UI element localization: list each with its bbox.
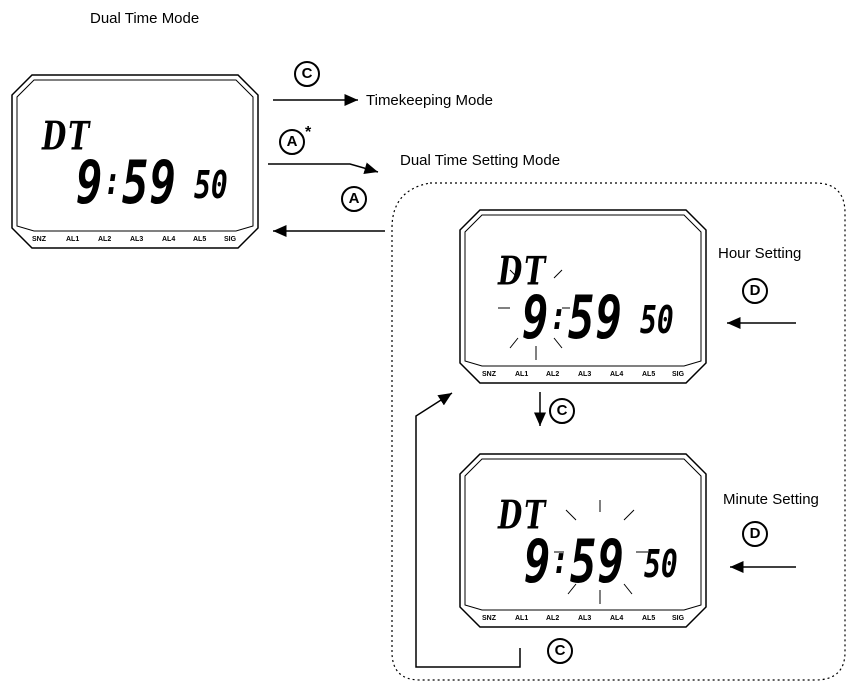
time-minutes: 59: [122, 149, 177, 218]
time-colon: :: [104, 159, 122, 204]
time-colon: :: [550, 294, 568, 339]
indicator: AL1: [66, 236, 80, 243]
setting-mode-area: [391, 182, 846, 681]
button-c-setting-circle: C: [549, 398, 575, 424]
indicator: SNZ: [32, 236, 46, 243]
button-a-circle: A: [341, 186, 367, 212]
button-a-star-mark: *: [305, 124, 312, 141]
indicator: SIG: [224, 236, 237, 243]
time-seconds: 50: [644, 542, 678, 587]
indicator: AL2: [546, 615, 560, 622]
mode-indicator: DT: [42, 113, 92, 160]
time-colon: :: [552, 538, 570, 583]
minute-setting-label: Minute Setting: [723, 491, 819, 508]
dual-time-mode-title: Dual Time Mode: [90, 10, 200, 27]
indicator: SNZ: [482, 615, 496, 622]
indicator: AL4: [610, 371, 624, 378]
lcd-frame: [459, 453, 707, 628]
indicator: SIG: [672, 371, 685, 378]
time-hours: 9: [76, 149, 104, 218]
indicator: SNZ: [482, 371, 496, 378]
lcd-frame: [459, 209, 707, 384]
indicator: AL3: [578, 615, 592, 622]
indicator: AL4: [162, 236, 176, 243]
button-d-minute-circle: D: [742, 521, 768, 547]
mode-indicator: DT: [498, 248, 548, 295]
button-a-star-letter: A: [286, 133, 298, 150]
indicator: AL5: [642, 371, 656, 378]
lcd-dual-time: DT 9 : 59 50 SNZ AL1 AL2 AL3 AL4 AL5 SIG: [10, 73, 260, 250]
dual-time-setting-mode-label: Dual Time Setting Mode: [400, 152, 561, 169]
indicator: AL4: [610, 615, 624, 622]
hour-setting-label: Hour Setting: [718, 245, 802, 262]
button-c-loop-circle: C: [547, 638, 573, 664]
time-minutes: 59: [568, 284, 623, 353]
arrow-to-setting: [268, 162, 379, 175]
indicator: AL5: [642, 615, 656, 622]
indicator: AL1: [515, 371, 529, 378]
time-seconds: 50: [194, 163, 228, 208]
mode-indicator: DT: [498, 492, 548, 539]
indicator: AL1: [515, 615, 529, 622]
indicator: AL2: [546, 371, 560, 378]
indicator: AL3: [578, 371, 592, 378]
indicator: SIG: [672, 615, 685, 622]
arrow-loop-back: [415, 392, 521, 668]
indicator: AL2: [98, 236, 112, 243]
time-hours: 9: [524, 528, 552, 597]
lcd-minute-setting: DT 9 : 59 50 SNZ AL1 AL2 AL3 AL4 AL5 SIG: [458, 452, 708, 629]
button-c-circle: C: [294, 61, 320, 87]
hour-flash-icon: [498, 260, 570, 360]
time-seconds: 50: [640, 298, 674, 343]
minute-flash-icon: [554, 500, 648, 604]
button-d-hour-circle: D: [742, 278, 768, 304]
indicator: AL3: [130, 236, 144, 243]
lcd-frame: [11, 74, 259, 249]
button-a-star-circle: A: [279, 129, 305, 155]
timekeeping-mode-label: Timekeeping Mode: [366, 92, 494, 109]
lcd-hour-setting: DT 9 : 59 50 SNZ AL1 AL2 AL3 AL4 AL5 SIG: [458, 208, 708, 385]
time-hours-flashing: 9: [522, 284, 550, 353]
time-minutes-flashing: 59: [570, 528, 625, 597]
indicator: AL5: [193, 236, 207, 243]
